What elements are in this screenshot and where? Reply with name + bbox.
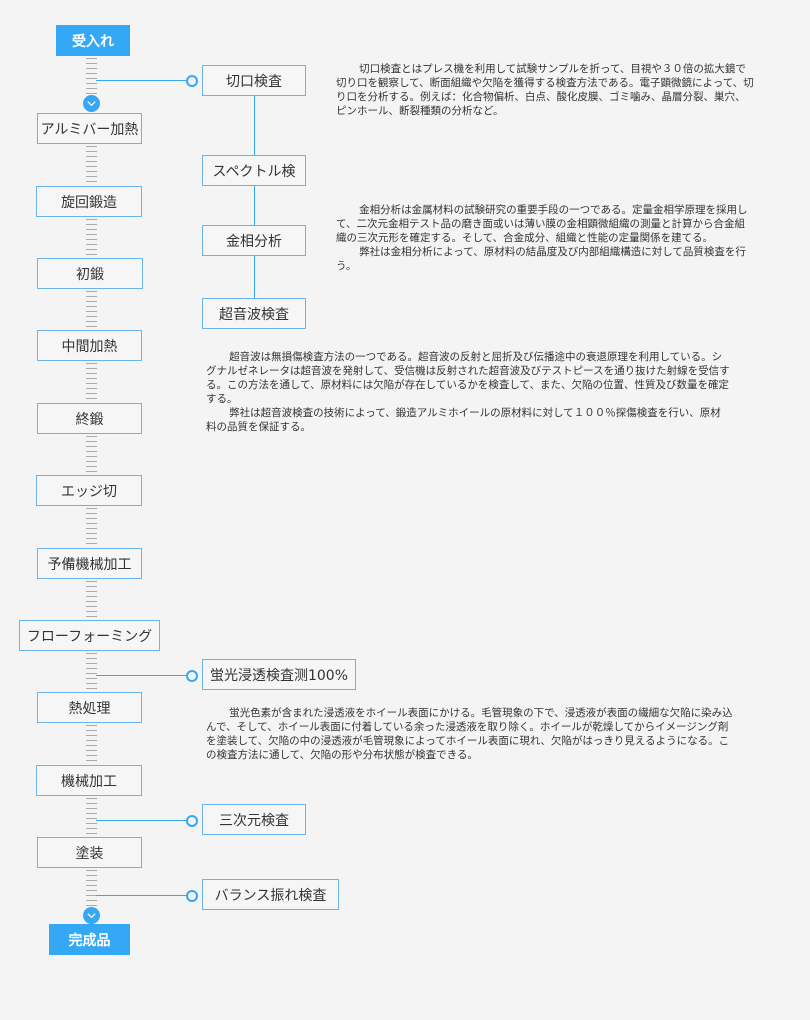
- flow-connector: [86, 653, 97, 690]
- description-paragraph: 金相分析は金属材料の試験研究の重要手段の一つである。定量金相学原理を採用して、二…: [336, 204, 748, 244]
- inspection-ultrasonic[interactable]: 超音波検査: [202, 298, 306, 329]
- inspection-chain-line: [254, 96, 255, 298]
- fluorescent-description: 蛍光色素が含まれた浸透液をホイール表面にかける。毛管現象の下で、浸透液が表面の繊…: [206, 706, 736, 762]
- metallographic-description: 金相分析は金属材料の試験研究の重要手段の一つである。定量金相学原理を採用して、二…: [336, 203, 754, 273]
- description-paragraph: 弊社は超音波検査の技術によって、鍛造アルミホイールの原材料に対して１００％探傷検…: [206, 407, 721, 433]
- description-paragraph: 切口検査とはプレス機を利用して試験サンプルを折って、目視や３０倍の拡大鏡で切り口…: [336, 63, 754, 117]
- inspection-3d[interactable]: 三次元検査: [202, 804, 306, 835]
- description-paragraph: 蛍光色素が含まれた浸透液をホイール表面にかける。毛管現象の下で、浸透液が表面の繊…: [206, 707, 733, 761]
- inspection-connector: [96, 675, 188, 676]
- flow-connector: [86, 581, 97, 618]
- inspection-connector: [96, 820, 188, 821]
- flow-connector: [86, 291, 97, 328]
- process-step[interactable]: 終鍛: [37, 403, 142, 434]
- chevron-down-icon[interactable]: [83, 907, 100, 924]
- flow-connector: [86, 870, 97, 906]
- connector-dot-icon: [186, 670, 198, 682]
- process-start[interactable]: 受入れ: [56, 25, 130, 56]
- cut-inspection-description: 切口検査とはプレス機を利用して試験サンプルを折って、目視や３０倍の拡大鏡で切り口…: [336, 62, 754, 118]
- process-step[interactable]: 予備機械加工: [37, 548, 142, 579]
- process-step[interactable]: 初鍛: [37, 258, 143, 289]
- process-step[interactable]: 塗装: [37, 837, 142, 868]
- connector-dot-icon: [186, 75, 198, 87]
- process-step[interactable]: 旋回鍛造: [36, 186, 142, 217]
- process-step[interactable]: 中間加熱: [37, 330, 142, 361]
- flow-connector: [86, 725, 97, 763]
- process-step[interactable]: 熱処理: [37, 692, 142, 723]
- chevron-down-icon[interactable]: [83, 95, 100, 112]
- description-paragraph: 弊社は金相分析によって、原材料の結晶度及び内部組織構造に対して品質検査を行う。: [336, 246, 746, 272]
- flow-connector: [86, 798, 97, 835]
- flow-connector: [86, 146, 97, 184]
- flow-connector: [86, 436, 97, 473]
- process-step[interactable]: フローフォーミング: [19, 620, 160, 651]
- inspection-cut[interactable]: 切口検査: [202, 65, 306, 96]
- process-step[interactable]: アルミバー加熱: [37, 113, 142, 144]
- flow-connector: [86, 508, 97, 546]
- flow-connector: [86, 363, 97, 401]
- inspection-connector: [96, 895, 188, 896]
- description-paragraph: 超音波は無損傷検査方法の一つである。超音波の反射と屈折及び伝播途中の衰退原理を利…: [206, 351, 730, 405]
- inspection-metallographic[interactable]: 金相分析: [202, 225, 306, 256]
- process-end[interactable]: 完成品: [49, 924, 130, 955]
- process-step[interactable]: 機械加工: [36, 765, 142, 796]
- connector-dot-icon: [186, 890, 198, 902]
- inspection-connector: [96, 80, 188, 81]
- inspection-fluorescent[interactable]: 蛍光浸透検査测100%: [202, 659, 356, 690]
- flow-connector: [86, 219, 97, 256]
- inspection-spectrum[interactable]: スペクトル検: [202, 155, 306, 186]
- flow-connector: [86, 58, 97, 94]
- process-step[interactable]: エッジ切: [36, 475, 142, 506]
- ultrasonic-description: 超音波は無損傷検査方法の一つである。超音波の反射と屈折及び伝播途中の衰退原理を利…: [206, 350, 731, 434]
- inspection-balance[interactable]: バランス振れ検査: [202, 879, 339, 910]
- connector-dot-icon: [186, 815, 198, 827]
